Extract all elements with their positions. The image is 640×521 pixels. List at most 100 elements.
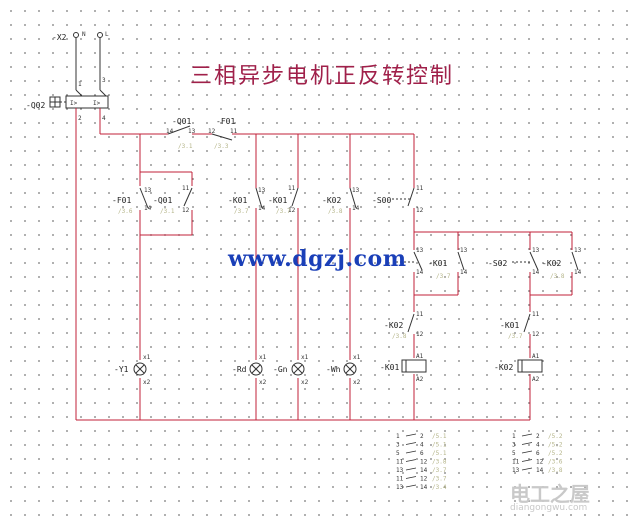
svg-text:x2: x2 xyxy=(301,379,309,386)
table-pin-a: 11 xyxy=(396,459,404,466)
contact-s02: -S02 13 14 xyxy=(488,247,540,276)
coil-k02: -K02 A1 A2 xyxy=(494,353,543,383)
contact-k02-interlock: -K02 11 12 /3.8 xyxy=(384,311,424,340)
breaker-tag: -Q02 xyxy=(26,101,45,110)
table-pin-a: 13 xyxy=(512,467,520,474)
contact-k02-hold: -K02 13 14 /3.8 xyxy=(542,247,582,280)
svg-text:-S00: -S00 xyxy=(372,196,391,205)
coil-k01: -K01 A1 A2 xyxy=(380,353,427,383)
svg-text:-S02: -S02 xyxy=(488,259,507,268)
svg-text:/3.8: /3.8 xyxy=(392,333,407,340)
contact-k02-wh: -K02 13 14 /3.8 xyxy=(322,187,360,215)
table-ref: /5.1 xyxy=(432,442,447,449)
svg-text:x1: x1 xyxy=(353,354,361,361)
svg-text:/3.8: /3.8 xyxy=(550,273,565,280)
svg-text:-K02: -K02 xyxy=(542,259,561,268)
table-pin-a: 1 xyxy=(396,433,400,440)
table-contact-symbol xyxy=(521,433,533,437)
contact-s00: -S00 11 12 xyxy=(372,185,424,214)
table-pin-b: 14 xyxy=(420,484,428,491)
table-pin-a: 3 xyxy=(396,442,400,449)
svg-text:14: 14 xyxy=(352,205,360,212)
table-contact-symbol xyxy=(405,442,417,445)
q01-series-tag: -Q01 xyxy=(172,117,191,126)
terminal-n-label: N xyxy=(82,31,86,38)
svg-text:13: 13 xyxy=(352,187,360,194)
svg-text:-K02: -K02 xyxy=(322,196,341,205)
table-contact-symbol xyxy=(405,484,417,488)
svg-text:12: 12 xyxy=(182,207,190,214)
svg-text:14: 14 xyxy=(258,205,266,212)
table-contact-symbol xyxy=(521,459,533,462)
contact-k01-rd: -K01 13 14 /3.7 xyxy=(228,187,266,215)
table-pin-a: 13 xyxy=(396,467,404,474)
svg-text:14: 14 xyxy=(166,128,174,135)
contact-table-row: 11 12/3.8 xyxy=(396,459,447,466)
table-pin-a: 13 xyxy=(396,484,404,491)
svg-text:x1: x1 xyxy=(143,354,151,361)
lamp-gn: -Gn x1 x2 xyxy=(273,354,309,386)
svg-text:14: 14 xyxy=(416,269,424,276)
table-pin-b: 2 xyxy=(420,433,424,440)
contact-table-row: 3 4/5.1 xyxy=(396,442,447,449)
svg-text:13: 13 xyxy=(532,247,540,254)
brand-url: diangongwu.com xyxy=(510,503,588,513)
svg-text:-Y1: -Y1 xyxy=(114,365,129,374)
contact-f01: -F01 13 14 /3.6 xyxy=(112,187,152,215)
table-contact-symbol xyxy=(405,433,417,437)
contact-q01-series: -Q01 14 13 /3.1 xyxy=(166,117,196,150)
table-pin-a: 3 xyxy=(512,442,516,449)
svg-text:14: 14 xyxy=(532,269,540,276)
svg-text:x2: x2 xyxy=(353,379,361,386)
contact-s01: 13 14 xyxy=(396,247,424,276)
table-ref: /3.7 xyxy=(432,476,447,483)
breaker-pin-2: 2 xyxy=(78,115,82,122)
svg-text:A1: A1 xyxy=(532,353,540,360)
table-pin-b: 12 xyxy=(420,459,428,466)
svg-text:13: 13 xyxy=(574,247,582,254)
svg-text:x1: x1 xyxy=(301,354,309,361)
svg-text:-K02: -K02 xyxy=(494,363,513,372)
breaker-q02: -Q02 I> I> 1 3 2 4 xyxy=(26,77,109,122)
table-contact-symbol xyxy=(405,476,417,479)
svg-text:-Rd: -Rd xyxy=(232,365,247,374)
svg-text:/3.8: /3.8 xyxy=(328,208,343,215)
table-ref: /3.8 xyxy=(432,459,447,466)
terminal-l-label: L xyxy=(105,31,109,38)
table-contact-symbol xyxy=(405,459,417,462)
svg-text:13: 13 xyxy=(258,187,266,194)
svg-text:/3.7: /3.7 xyxy=(436,273,451,280)
svg-text:13: 13 xyxy=(416,247,424,254)
table-ref: /3.4 xyxy=(432,484,447,491)
table-pin-b: 14 xyxy=(420,467,428,474)
svg-text:A2: A2 xyxy=(416,376,424,383)
supply-terminal-l: L xyxy=(97,31,109,90)
lamp-rd: -Rd x1 x2 xyxy=(232,354,267,386)
breaker-pole-1: I> xyxy=(70,100,78,107)
svg-text:13: 13 xyxy=(188,128,196,135)
supply-terminal-n: N xyxy=(73,31,86,90)
svg-text:x1: x1 xyxy=(259,354,267,361)
svg-text:12: 12 xyxy=(416,331,424,338)
svg-text:12: 12 xyxy=(208,128,216,135)
table-ref: /3.8 xyxy=(548,467,563,474)
svg-text:11: 11 xyxy=(532,311,540,318)
table-pin-b: 12 xyxy=(536,459,544,466)
table-pin-a: 5 xyxy=(512,450,516,457)
svg-text:11: 11 xyxy=(416,185,424,192)
table-ref: /3.7 xyxy=(432,467,447,474)
wiring xyxy=(75,108,573,421)
contact-k01-gn: -K01 11 12 /3.7 xyxy=(268,185,299,215)
svg-text:A1: A1 xyxy=(416,353,424,360)
svg-text:13: 13 xyxy=(460,247,468,254)
table-pin-a: 11 xyxy=(396,476,404,483)
table-pin-b: 4 xyxy=(420,442,424,449)
table-contact-symbol xyxy=(521,442,533,445)
svg-text:14: 14 xyxy=(574,269,582,276)
table-pin-b: 6 xyxy=(536,450,540,457)
lamp-y1: -Y1 x1 x2 xyxy=(114,354,151,386)
